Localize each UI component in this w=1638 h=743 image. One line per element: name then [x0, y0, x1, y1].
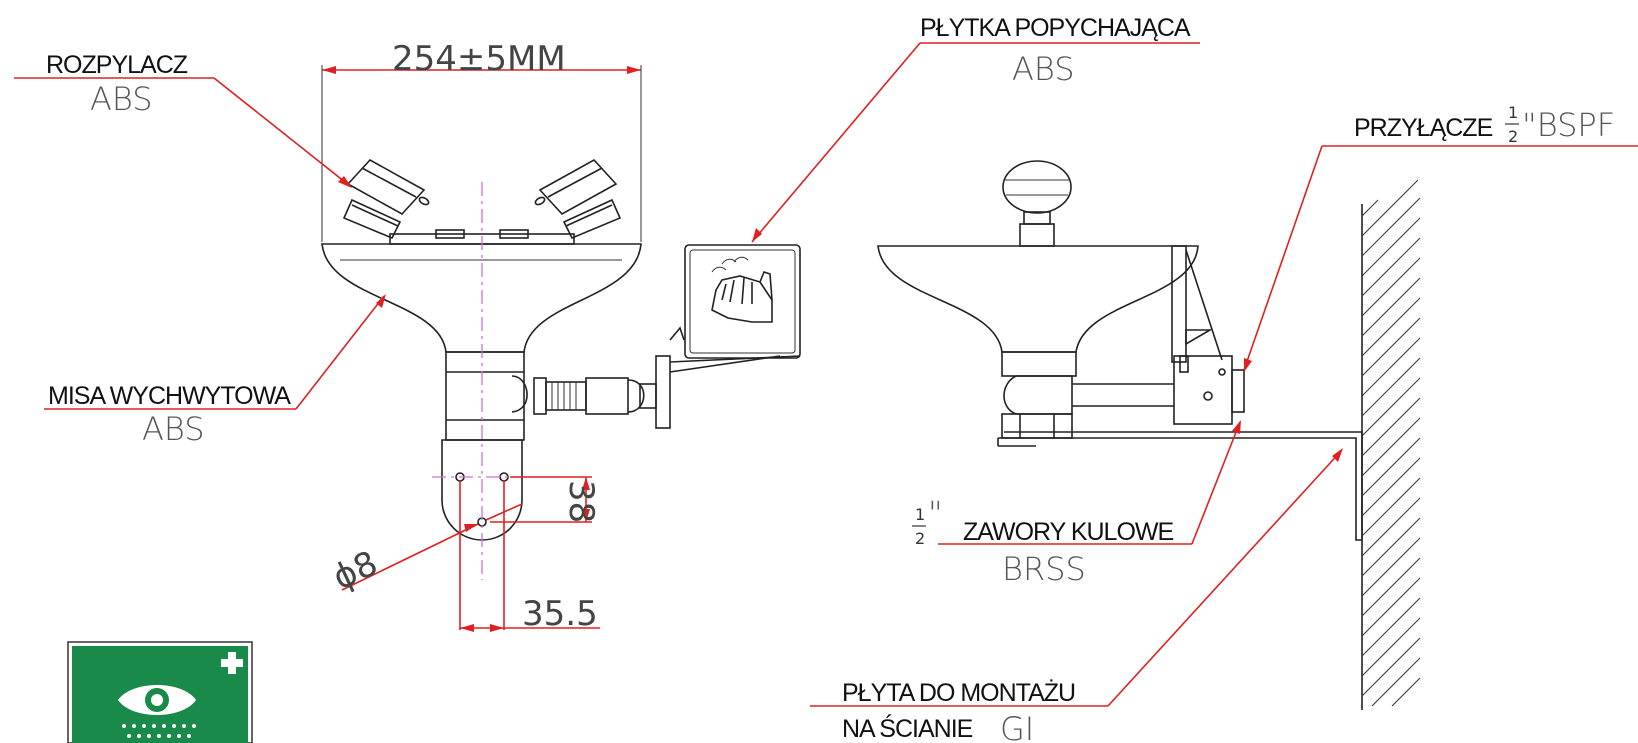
mounting-bracket — [441, 439, 523, 541]
bowl-material: ABS — [142, 410, 205, 448]
right-sprayer-head — [534, 158, 622, 240]
sprayer-label: ROZPYLACZ — [46, 51, 188, 79]
wall-plate-label-line1: PŁYTA DO MONTAŻU — [842, 678, 1075, 707]
front-view: 254±5MM — [321, 39, 801, 634]
eyewash-station-icon — [67, 641, 253, 743]
wall-mounting-plate — [998, 431, 1363, 541]
callout-bowl: MISA WYCHWYTOWA ABS — [44, 294, 386, 448]
sprayer-material: ABS — [90, 80, 153, 118]
valves-quote: " — [928, 494, 943, 532]
hand-pushing-icon — [711, 256, 773, 323]
hole-diameter: ϕ8 — [327, 543, 384, 598]
ball-valve-body — [1173, 355, 1233, 425]
connection-suffix: "BSPF — [1522, 106, 1615, 144]
wall-plate-material: GI — [1000, 710, 1034, 743]
wall-plate-label-line2: NA ŚCIANIE — [842, 713, 973, 743]
valves-fraction-num: 1 — [915, 505, 925, 524]
push-plate-material: ABS — [1012, 50, 1075, 88]
hole-spacing-horizontal: 35.5 — [522, 594, 598, 634]
side-sprayer-head — [1002, 160, 1072, 214]
callout-sprayer: ROZPYLACZ ABS — [14, 51, 352, 188]
callout-connection: PRZYŁĄCZE 1 2 "BSPF — [1243, 103, 1638, 372]
wall-hatching — [1361, 179, 1421, 710]
hole-spacing-vertical: 38 — [561, 480, 601, 523]
push-plate-label: PŁYTKA POPYCHAJĄCA — [920, 14, 1191, 42]
bowl-label: MISA WYCHWYTOWA — [48, 382, 291, 410]
left-sprayer-head — [342, 158, 430, 240]
connection-fraction-num: 1 — [1508, 103, 1518, 122]
push-plate — [684, 244, 801, 359]
width-dimension-text: 254±5MM — [392, 39, 566, 79]
callout-wall-plate: PŁYTA DO MONTAŻU NA ŚCIANIE GI — [810, 448, 1343, 743]
connection-fraction-den: 2 — [1508, 127, 1518, 146]
valves-fraction-den: 2 — [915, 529, 925, 548]
front-threaded-connector — [545, 381, 587, 411]
side-view — [877, 160, 1421, 710]
connection-label: PRZYŁĄCZE — [1354, 114, 1493, 142]
callout-ball-valves: 1 2 " ZAWORY KULOWE BRSS — [912, 420, 1241, 588]
ball-valves-material: BRSS — [1002, 550, 1086, 588]
side-bowl — [877, 245, 1199, 353]
ball-valves-label: ZAWORY KULOWE — [963, 518, 1174, 546]
callout-push-plate: PŁYTKA POPYCHAJĄCA ABS — [751, 14, 1200, 243]
